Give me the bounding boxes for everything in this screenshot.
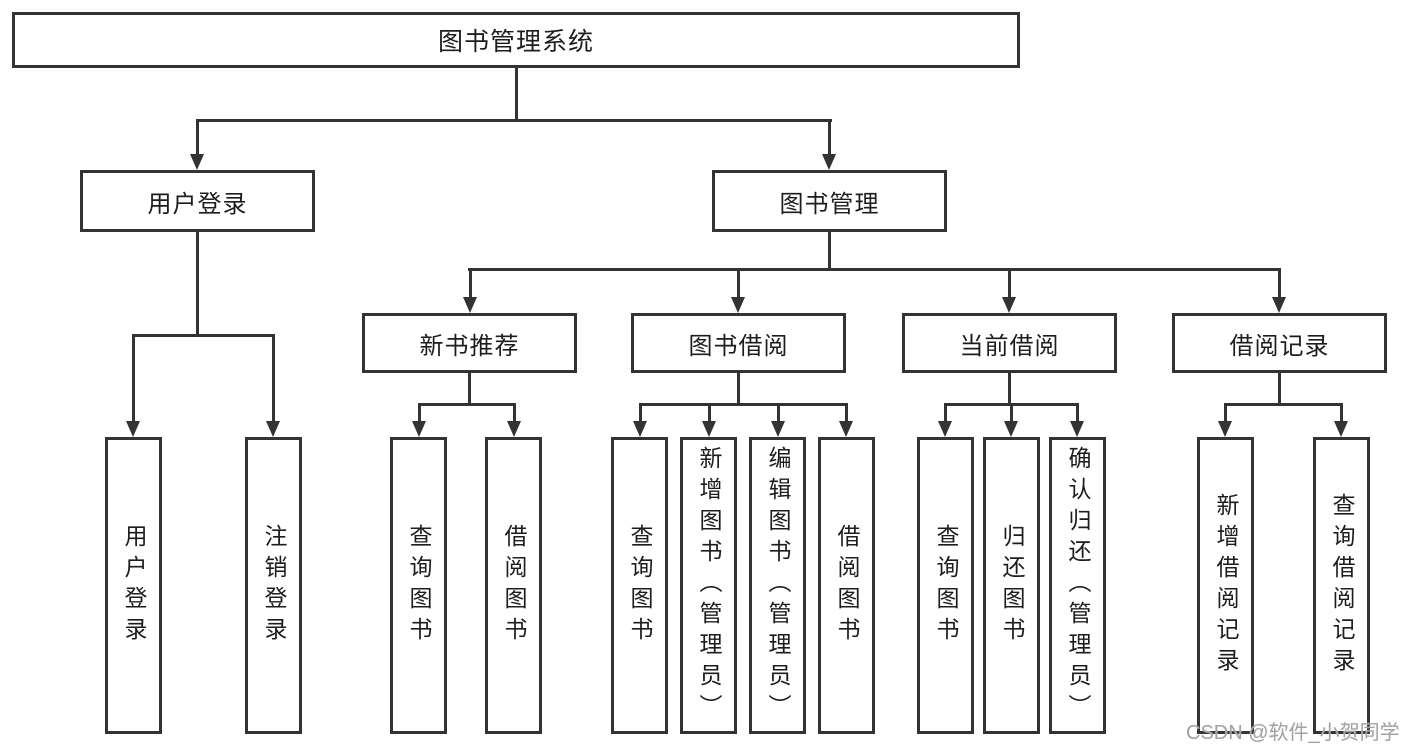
arrowhead-icon bbox=[1002, 297, 1016, 313]
leaf-query-books: 查询图书 bbox=[611, 437, 668, 734]
arrowhead-icon bbox=[1070, 421, 1084, 437]
leaf-logout: 注销登录 bbox=[245, 437, 302, 734]
connector-line bbox=[1340, 403, 1343, 423]
arrowhead-icon bbox=[822, 154, 836, 170]
leaf-query-books: 查询图书 bbox=[917, 437, 974, 734]
node-user-login: 用户登录 bbox=[80, 170, 315, 232]
leaf-query-borrow-record: 查询借阅记录 bbox=[1313, 437, 1370, 734]
connector-line bbox=[828, 232, 831, 271]
connector-line bbox=[1008, 268, 1011, 299]
connector-line bbox=[845, 403, 848, 423]
connector-line bbox=[515, 68, 518, 121]
leaf-borrow-books: 借阅图书 bbox=[818, 437, 875, 734]
connector-line bbox=[639, 403, 642, 423]
connector-line bbox=[418, 403, 421, 423]
arrowhead-icon bbox=[938, 421, 952, 437]
connector-line bbox=[777, 403, 780, 423]
connector-line bbox=[1008, 373, 1011, 406]
arrowhead-icon bbox=[1334, 421, 1348, 437]
connector-line bbox=[468, 373, 471, 406]
leaf-add-book-admin: 新增图书（管理员） bbox=[680, 437, 737, 734]
arrowhead-icon bbox=[771, 421, 785, 437]
connector-line bbox=[132, 334, 135, 423]
arrowhead-icon bbox=[507, 421, 521, 437]
node-new-book-recommend: 新书推荐 bbox=[362, 313, 577, 373]
arrowhead-icon bbox=[266, 421, 280, 437]
connector-line bbox=[1010, 403, 1013, 423]
leaf-edit-book-admin: 编辑图书（管理员） bbox=[749, 437, 806, 734]
arrowhead-icon bbox=[1272, 297, 1286, 313]
arrowhead-icon bbox=[412, 421, 426, 437]
connector-line bbox=[132, 334, 275, 337]
arrowhead-icon bbox=[1004, 421, 1018, 437]
connector-line bbox=[513, 403, 516, 423]
connector-line bbox=[196, 232, 199, 337]
leaf-return-book: 归还图书 bbox=[983, 437, 1040, 734]
connector-line bbox=[1278, 268, 1281, 299]
connector-line bbox=[469, 268, 472, 299]
connector-line bbox=[828, 119, 831, 156]
node-book-borrow: 图书借阅 bbox=[631, 313, 846, 373]
connector-line bbox=[708, 403, 711, 423]
leaf-confirm-return-admin: 确认归还（管理员） bbox=[1049, 437, 1106, 734]
connector-line bbox=[196, 119, 199, 156]
connector-line bbox=[1224, 403, 1227, 423]
node-book-management: 图书管理 bbox=[712, 170, 947, 232]
leaf-borrow-books: 借阅图书 bbox=[485, 437, 542, 734]
connector-line bbox=[418, 403, 516, 406]
arrowhead-icon bbox=[126, 421, 140, 437]
connector-line bbox=[1278, 373, 1281, 406]
connector-line bbox=[1224, 403, 1343, 406]
connector-line bbox=[737, 373, 740, 406]
leaf-query-books: 查询图书 bbox=[390, 437, 447, 734]
connector-line bbox=[737, 268, 740, 299]
connector-line bbox=[639, 403, 848, 406]
node-borrow-records: 借阅记录 bbox=[1172, 313, 1387, 373]
connector-line bbox=[196, 119, 832, 122]
arrowhead-icon bbox=[702, 421, 716, 437]
connector-line bbox=[468, 268, 1281, 271]
arrowhead-icon bbox=[731, 297, 745, 313]
arrowhead-icon bbox=[463, 297, 477, 313]
arrowhead-icon bbox=[190, 154, 204, 170]
node-current-borrow: 当前借阅 bbox=[902, 313, 1117, 373]
arrowhead-icon bbox=[633, 421, 647, 437]
csdn-watermark: CSDN @软件_小贺同学 bbox=[1186, 722, 1400, 744]
arrowhead-icon bbox=[839, 421, 853, 437]
node-system-root: 图书管理系统 bbox=[12, 12, 1020, 68]
leaf-add-borrow-record: 新增借阅记录 bbox=[1197, 437, 1254, 734]
arrowhead-icon bbox=[1218, 421, 1232, 437]
connector-line bbox=[1076, 403, 1079, 423]
leaf-user-login: 用户登录 bbox=[105, 437, 162, 734]
connector-line bbox=[272, 334, 275, 423]
connector-line bbox=[944, 403, 947, 423]
